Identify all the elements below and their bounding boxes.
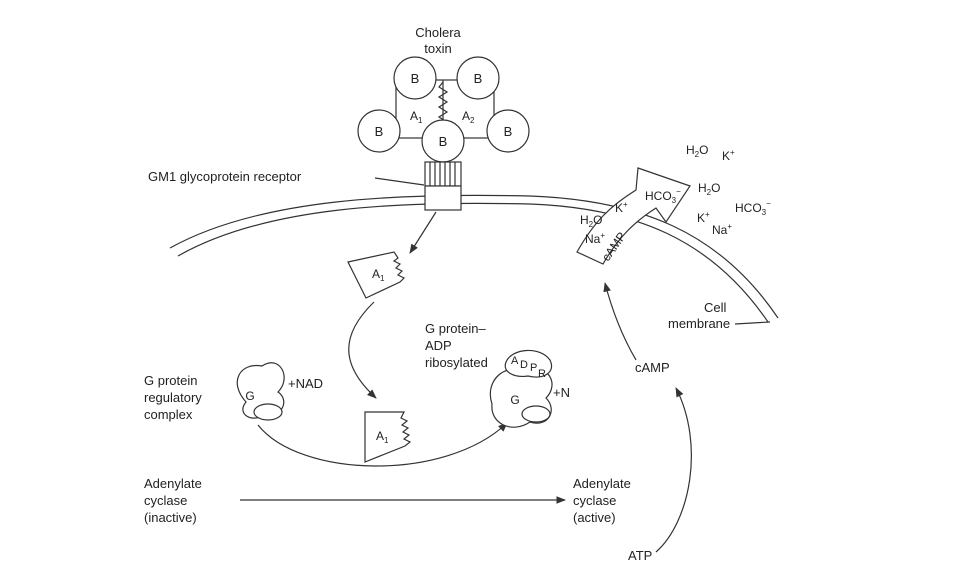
b-subunit-top-left bbox=[393, 56, 437, 100]
cholera-toxin-complex: B B B B B A1 A2 bbox=[357, 56, 530, 163]
camp-label: cAMP bbox=[635, 360, 670, 375]
ion-h2o: H2O bbox=[698, 181, 720, 197]
ion-k: K+ bbox=[615, 200, 628, 215]
arrow-a1-down bbox=[348, 301, 377, 399]
adpr-letter: P bbox=[530, 362, 537, 374]
ion-na: Na+ bbox=[712, 222, 732, 237]
b-subunit-mid-right bbox=[486, 109, 530, 153]
plus-n-label: +N bbox=[553, 385, 570, 400]
b-subunit-mid-left bbox=[357, 109, 401, 153]
ion-k: K+ bbox=[697, 210, 710, 225]
arrow-camp-to-channel bbox=[603, 282, 637, 361]
receptor-leader-line bbox=[374, 177, 425, 186]
arrow-atp-to-camp bbox=[655, 387, 692, 553]
cell-membrane-lines bbox=[169, 194, 779, 323]
gm1-receptor bbox=[424, 161, 462, 211]
adpr-group bbox=[504, 349, 553, 378]
ion-h2o: H2O bbox=[580, 213, 602, 229]
g-ribo-label-line2: ADP bbox=[425, 338, 452, 353]
nad-label: +NAD bbox=[288, 376, 323, 391]
secretion-channel-arrow bbox=[576, 167, 691, 265]
b-label: B bbox=[504, 124, 513, 139]
g-letter: G bbox=[510, 393, 519, 407]
toxin-title-line1: Cholera bbox=[415, 25, 461, 40]
g-ribo-label-line3: ribosylated bbox=[425, 355, 488, 370]
g-letter: G bbox=[245, 389, 254, 403]
toxin-title-line2: toxin bbox=[424, 41, 451, 56]
ion-hco3: HCO3− bbox=[645, 187, 681, 205]
a1-fragment-lower: A1 bbox=[364, 411, 412, 463]
g-ribosylated-shape: A D P R G bbox=[489, 349, 553, 428]
ion-h2o: H2O bbox=[686, 143, 708, 159]
b-label: B bbox=[411, 71, 420, 86]
arrow-to-a1 bbox=[409, 211, 437, 254]
g-ribo-label-line1: G protein– bbox=[425, 321, 486, 336]
adenylate-inactive-line1: Adenylate bbox=[144, 476, 202, 491]
a1-fragment-label: A1 bbox=[376, 429, 389, 445]
ion-na: Na+ bbox=[585, 231, 605, 246]
arrow-g-ribosylation bbox=[257, 422, 508, 467]
g-protein-shape: G bbox=[236, 362, 285, 421]
adpr-letter: A bbox=[511, 355, 519, 367]
adenylate-active-line2: cyclase bbox=[573, 493, 616, 508]
adpr-letter: R bbox=[538, 368, 546, 380]
b-label: B bbox=[375, 124, 384, 139]
membrane-leader-line bbox=[734, 321, 771, 325]
adenylate-inactive-line2: cyclase bbox=[144, 493, 187, 508]
b-subunit-top-right bbox=[456, 56, 500, 100]
adenylate-active-line3: (active) bbox=[573, 510, 616, 525]
b-label: B bbox=[439, 134, 448, 149]
g-complex-label-line3: complex bbox=[144, 407, 193, 422]
a1-fragment-label: A1 bbox=[372, 267, 385, 283]
g-complex-label-line1: G protein bbox=[144, 373, 197, 388]
g-complex-label-line2: regulatory bbox=[144, 390, 202, 405]
a1-fragment-upper: A1 bbox=[347, 251, 406, 299]
a1-label: A1 bbox=[410, 109, 423, 125]
membrane-label-line2: membrane bbox=[668, 316, 730, 331]
receptor-label: GM1 glycoprotein receptor bbox=[148, 169, 302, 184]
adenylate-inactive-line3: (inactive) bbox=[144, 510, 197, 525]
membrane-label-line1: Cell bbox=[704, 300, 727, 315]
ion-hco3: HCO3− bbox=[735, 199, 771, 217]
adenylate-active-line1: Adenylate bbox=[573, 476, 631, 491]
atp-label: ATP bbox=[628, 548, 652, 563]
b-label: B bbox=[474, 71, 483, 86]
a2-label: A2 bbox=[462, 109, 475, 125]
ion-k: K+ bbox=[722, 148, 735, 163]
ions-group: H2O K+ H2O HCO3− HCO3− K+ K+ Na+ H2O Na+ bbox=[580, 143, 771, 246]
adpr-letter: D bbox=[520, 359, 528, 371]
